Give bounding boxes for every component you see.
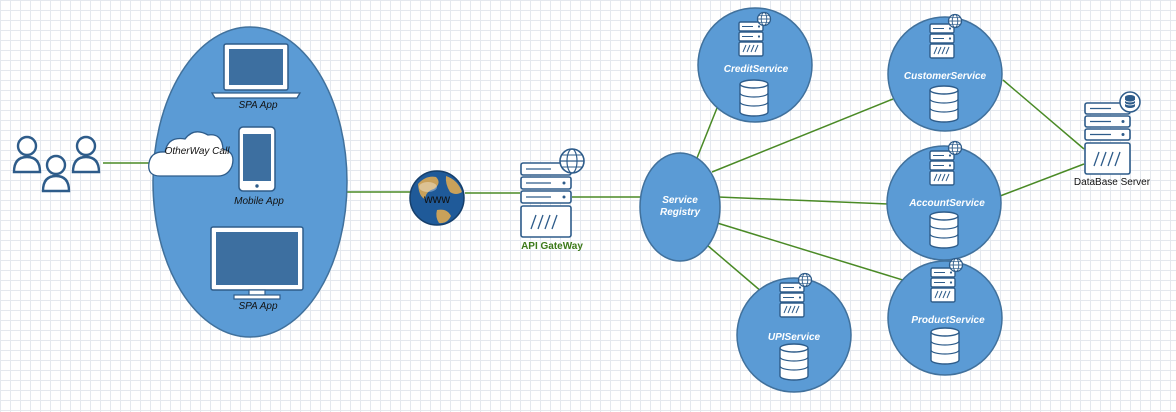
- api-gateway-label: API GateWay: [521, 241, 583, 252]
- credit-service-node: CreditService: [697, 7, 813, 123]
- customer-service-node: CustomerService: [887, 13, 1003, 132]
- registry-label-line1: Service: [662, 195, 698, 206]
- account-service-label: AccountService: [908, 198, 985, 209]
- service-registry: Service Registry: [639, 152, 721, 262]
- credit-service-label: CreditService: [724, 64, 789, 75]
- database-server: DataBase Server: [1074, 91, 1151, 188]
- www-label: www: [423, 192, 450, 206]
- globe-icon: www: [409, 170, 465, 226]
- spa-app-bottom-label: SPA App: [238, 301, 278, 312]
- spa-app-top-label: SPA App: [238, 100, 278, 111]
- monitor-icon: [210, 226, 304, 300]
- database-server-label: DataBase Server: [1074, 177, 1151, 188]
- laptop-icon: [210, 43, 302, 99]
- database-badge-icon: [1119, 91, 1141, 113]
- database-icon: [779, 343, 809, 381]
- connector-registry-account: [717, 196, 889, 205]
- mobile-app-label: Mobile App: [234, 196, 284, 207]
- product-service-node: ProductService: [887, 257, 1003, 376]
- client-apps-group: SPA App OtherWay Call Mobile App SPA App: [148, 26, 348, 338]
- database-icon: [929, 211, 959, 249]
- connector-customer-database: [1002, 79, 1085, 150]
- database-icon: [739, 79, 769, 117]
- registry-label-line2: Registry: [660, 207, 700, 218]
- mobile-phone-icon: [238, 126, 276, 192]
- database-icon: [929, 85, 959, 123]
- users-icon: [12, 135, 101, 193]
- connector-registry-customer: [711, 98, 894, 173]
- connector-registry-credit: [696, 107, 718, 159]
- customer-service-label: CustomerService: [904, 71, 987, 82]
- account-service-node: AccountService: [886, 140, 1002, 261]
- server-icon: [1084, 102, 1131, 175]
- connector-registry-product: [713, 221, 907, 282]
- upi-service-node: UPIService: [736, 272, 852, 393]
- connectors: [103, 79, 1085, 293]
- connector-account-database: [999, 163, 1085, 197]
- upi-service-label: UPIService: [768, 332, 821, 343]
- product-service-label: ProductService: [911, 315, 985, 326]
- server-icon: [520, 162, 572, 238]
- connector-registry-upi: [706, 244, 763, 293]
- database-icon: [930, 327, 960, 365]
- globe-badge-icon: [559, 148, 585, 174]
- api-gateway: API GateWay: [520, 148, 585, 252]
- cloud-label: OtherWay Call: [165, 146, 231, 157]
- cloud-icon: [148, 131, 234, 177]
